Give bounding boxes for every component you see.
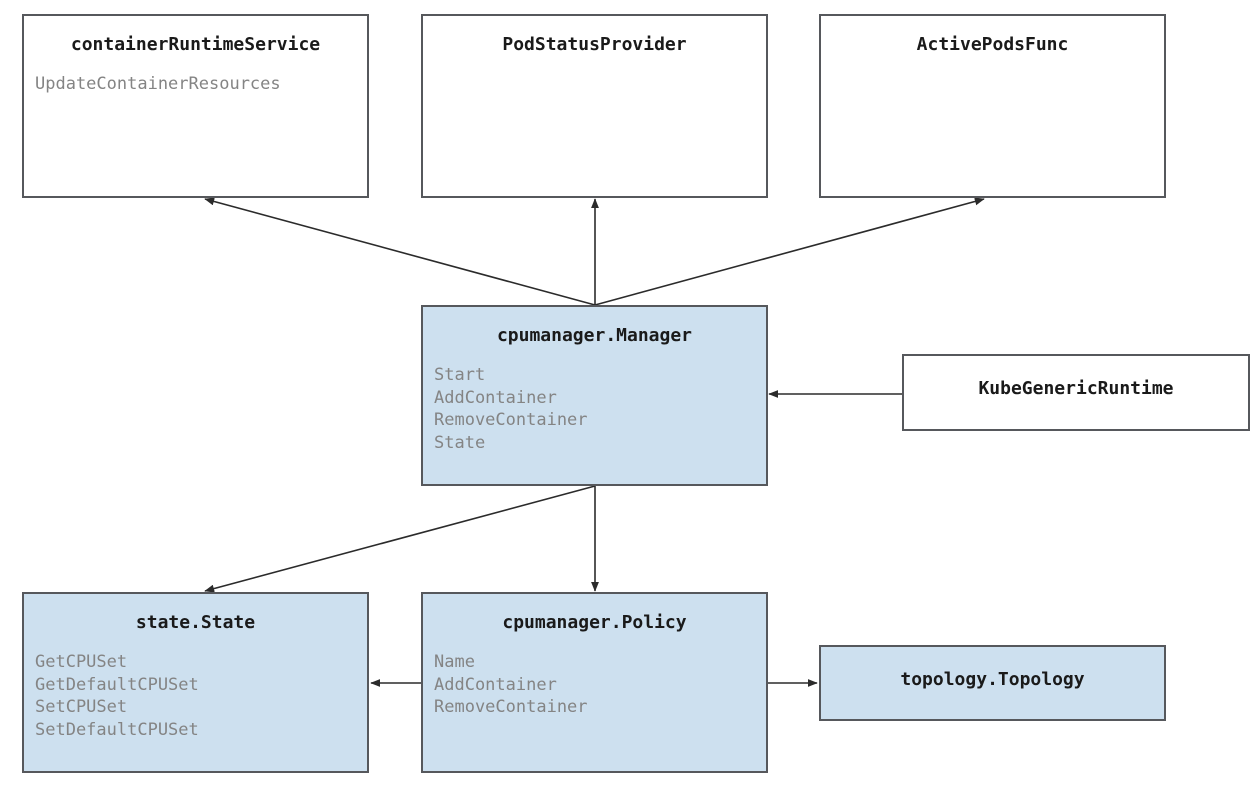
class-node-member: Name <box>434 652 475 672</box>
class-node-member: GetCPUSet <box>35 652 128 672</box>
edge-manager-to-stateState <box>204 485 596 593</box>
class-node-member: Start <box>434 365 486 385</box>
class-node-member: SetCPUSet <box>35 697 128 717</box>
class-node-member: RemoveContainer <box>434 697 588 717</box>
class-node-member: GetDefaultCPUSet <box>35 674 199 695</box>
class-node-title: state.State <box>135 612 256 633</box>
class-node-title: KubeGenericRuntime <box>978 378 1174 399</box>
class-node-topologyTopology[interactable]: topology.Topology <box>819 645 1166 721</box>
class-node-members: UpdateContainerResources <box>35 73 281 96</box>
edge-manager-to-containerRuntimeService <box>204 197 596 306</box>
class-node-PodStatusProvider[interactable]: PodStatusProvider <box>421 14 768 198</box>
class-node-ActivePodsFunc[interactable]: ActivePodsFunc <box>819 14 1166 198</box>
class-node-member: AddContainer <box>434 674 557 695</box>
class-node-title: PodStatusProvider <box>502 34 687 55</box>
class-node-member: RemoveContainer <box>434 410 588 430</box>
class-node-member: AddContainer <box>434 387 557 408</box>
class-node-KubeGenericRuntime[interactable]: KubeGenericRuntime <box>902 354 1250 431</box>
class-node-title: ActivePodsFunc <box>916 34 1069 55</box>
class-node-title: topology.Topology <box>900 669 1085 690</box>
edge-manager-to-activePodsFunc <box>594 197 985 306</box>
class-node-member: UpdateContainerResources <box>35 74 281 94</box>
class-node-title: containerRuntimeService <box>70 34 321 55</box>
class-node-member: State <box>434 432 486 453</box>
class-node-member: SetDefaultCPUSet <box>35 719 199 740</box>
class-node-title: cpumanager.Policy <box>502 612 687 633</box>
class-node-title: cpumanager.Manager <box>496 325 693 346</box>
